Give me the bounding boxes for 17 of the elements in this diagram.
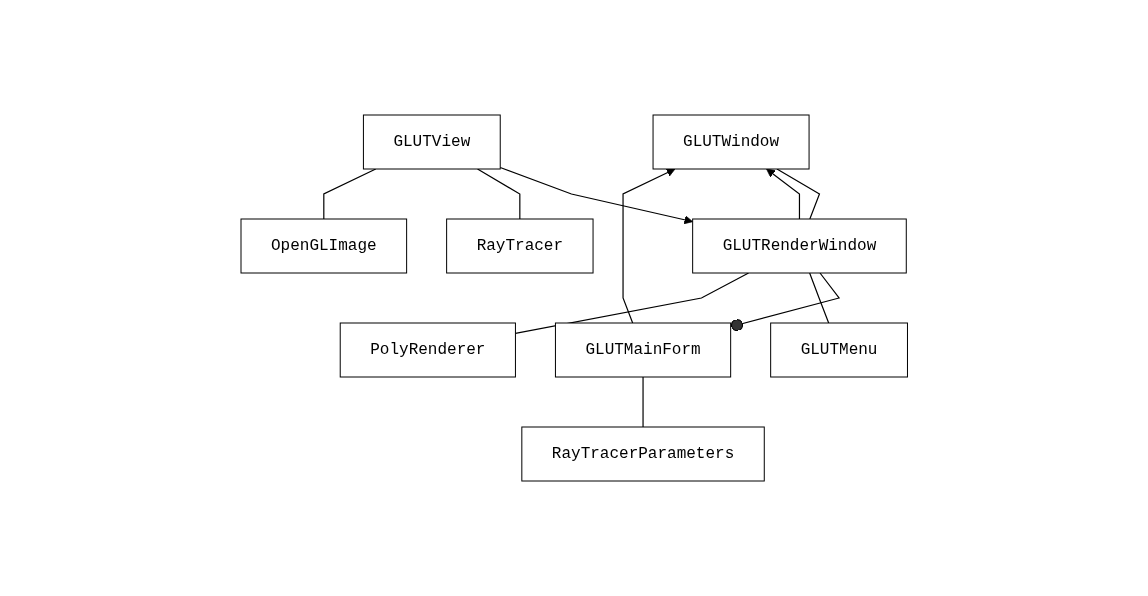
node-box: RayTracer	[445, 218, 594, 274]
arrow	[499, 166, 693, 225]
arrow	[622, 168, 676, 324]
arrow	[765, 168, 800, 220]
connector	[808, 272, 830, 324]
connector	[776, 168, 820, 220]
connector	[642, 376, 644, 428]
node-box: GLUTWindow	[652, 114, 810, 170]
connector	[514, 272, 749, 334]
node-box: GLUTMainForm	[554, 322, 731, 378]
connector	[729, 272, 840, 332]
node-box: RayTracerParameters	[521, 426, 765, 482]
node-box: GLUTMenu	[769, 322, 908, 378]
node-box: OpenGLImage	[240, 218, 407, 274]
node-box: GLUTView	[362, 114, 501, 170]
node-box: GLUTRenderWindow	[691, 218, 907, 274]
node-box: PolyRenderer	[339, 322, 516, 378]
